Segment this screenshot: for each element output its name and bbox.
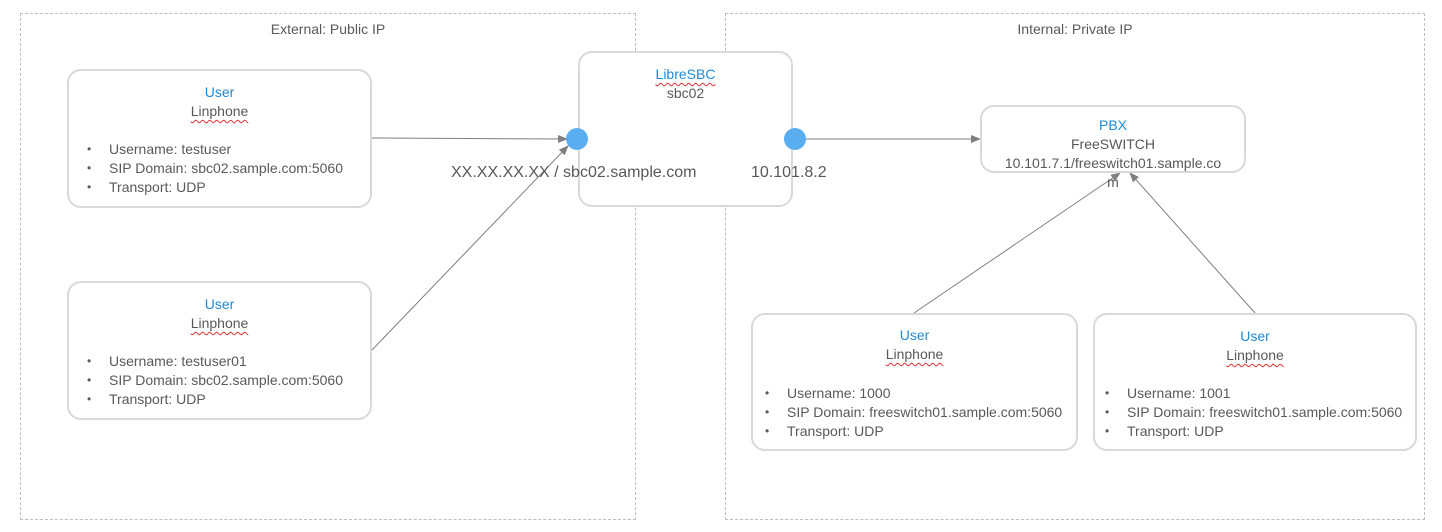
list-item: Username: testuser01	[87, 352, 343, 371]
sbc-role-label: LibreSBC	[655, 66, 716, 82]
pbx-address-overflow: m	[1107, 174, 1119, 190]
user-role-label: User	[204, 296, 235, 312]
list-item: Username: 1001	[1105, 384, 1402, 403]
arrow-user1000-to-pbx	[913, 172, 1121, 314]
user-app-label: Linphone	[190, 315, 249, 331]
sbc-public-address: XX.XX.XX.XX / sbc02.sample.com	[451, 164, 697, 181]
internal-user-card: User Linphone Username: 1000 SIP Domain:…	[751, 313, 1078, 451]
sbc-node: LibreSBC sbc02	[578, 51, 793, 207]
user-details-list: Username: testuser SIP Domain: sbc02.sam…	[87, 140, 343, 197]
pbx-node: PBX FreeSWITCH 10.101.7.1/freeswitch01.s…	[980, 105, 1246, 190]
arrow-user1001-to-pbx	[1129, 172, 1256, 314]
user-app-label: Linphone	[885, 346, 944, 362]
user-details-list: Username: 1000 SIP Domain: freeswitch01.…	[765, 384, 1062, 441]
list-item: SIP Domain: sbc02.sample.com:5060	[87, 371, 343, 390]
list-item: SIP Domain: freeswitch01.sample.com:5060	[1105, 403, 1402, 422]
sbc-private-address: 10.101.8.2	[751, 164, 827, 181]
list-item: Username: testuser	[87, 140, 343, 159]
external-user-card: User Linphone Username: testuser SIP Dom…	[67, 69, 372, 208]
arrow-user1-to-sbc	[370, 134, 568, 143]
list-item: SIP Domain: freeswitch01.sample.com:5060	[765, 403, 1062, 422]
sbc-name-label: sbc02	[666, 85, 705, 101]
user-app-label: Linphone	[190, 103, 249, 119]
external-user-card: User Linphone Username: testuser01 SIP D…	[67, 281, 372, 420]
user-app-label: Linphone	[1226, 347, 1284, 363]
list-item: Transport: UDP	[1105, 422, 1402, 441]
list-item: Transport: UDP	[765, 422, 1062, 441]
user-details-list: Username: 1001 SIP Domain: freeswitch01.…	[1105, 384, 1402, 441]
external-zone: External: Public IP	[20, 13, 636, 520]
user-details-list: Username: testuser01 SIP Domain: sbc02.s…	[87, 352, 343, 409]
pbx-address-label: 10.101.7.1/freeswitch01.sample.co	[1004, 155, 1222, 171]
pbx-role-label: PBX	[1098, 117, 1127, 133]
user-role-label: User	[204, 84, 235, 100]
list-item: Transport: UDP	[87, 390, 343, 409]
list-item: Transport: UDP	[87, 178, 343, 197]
pbx-name-label: FreeSWITCH	[1071, 136, 1155, 152]
arrow-user2-to-sbc	[370, 145, 569, 352]
sbc-public-port	[566, 128, 588, 150]
user-role-label: User	[899, 327, 930, 343]
external-zone-title: External: Public IP	[270, 21, 386, 37]
internal-user-card: User Linphone Username: 1001 SIP Domain:…	[1093, 313, 1417, 451]
internal-zone: Internal: Private IP	[725, 13, 1425, 520]
sbc-private-port	[784, 128, 806, 150]
internal-zone-title: Internal: Private IP	[1017, 21, 1133, 37]
list-item: Username: 1000	[765, 384, 1062, 403]
list-item: SIP Domain: sbc02.sample.com:5060	[87, 159, 343, 178]
user-role-label: User	[1240, 328, 1270, 344]
